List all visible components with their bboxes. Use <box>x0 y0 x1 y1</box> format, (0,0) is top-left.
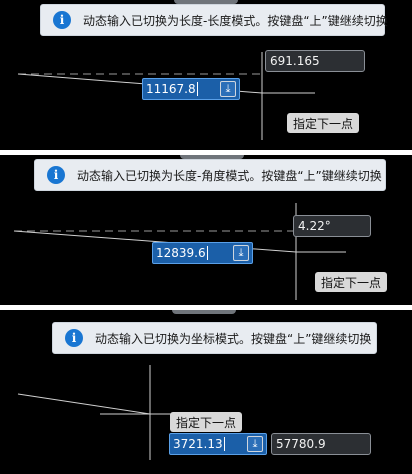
banner-text: 动态输入已切换为长度-角度模式。按键盘“上”键继续切换 <box>77 168 382 183</box>
prompt-text: 指定下一点 <box>176 415 237 430</box>
input-value[interactable]: 11167.8 <box>146 82 196 96</box>
info-icon: i <box>53 11 71 29</box>
text-caret <box>223 437 225 451</box>
prompt-text: 指定下一点 <box>321 275 382 290</box>
command-prompt: 指定下一点 <box>315 272 388 292</box>
input-value[interactable]: 3721.13 <box>173 437 223 451</box>
cad-canvas-panel-1[interactable]: i 动态输入已切换为长度-长度模式。按键盘“上”键继续切换 11167.8 ⤓ … <box>0 0 412 150</box>
x-coordinate-input[interactable]: 3721.13 ⤓ <box>169 433 267 455</box>
info-icon: i <box>47 166 65 184</box>
mode-notification-banner: i 动态输入已切换为坐标模式。按键盘“上”键继续切换 <box>52 322 377 354</box>
tab-notch <box>180 155 244 159</box>
value-field[interactable]: 691.165 <box>265 50 365 72</box>
prompt-text: 指定下一点 <box>293 116 354 131</box>
text-caret <box>206 246 208 260</box>
banner-text: 动态输入已切换为长度-长度模式。按键盘“上”键继续切换 <box>83 13 388 28</box>
value-field-text: 691.165 <box>270 54 320 68</box>
text-caret <box>196 82 198 96</box>
tab-notch <box>174 0 238 4</box>
cad-canvas-panel-3[interactable]: i 动态输入已切换为坐标模式。按键盘“上”键继续切换 指定下一点 3721.13… <box>0 310 412 474</box>
banner-text: 动态输入已切换为坐标模式。按键盘“上”键继续切换 <box>95 331 372 346</box>
lock-icon[interactable]: ⤓ <box>247 436 263 452</box>
lock-icon[interactable]: ⤓ <box>220 81 236 97</box>
tab-notch <box>172 310 236 314</box>
angle-field-text: 4.22° <box>298 219 331 233</box>
y-coordinate-text: 57780.9 <box>276 437 326 451</box>
lock-icon[interactable]: ⤓ <box>233 245 249 261</box>
angle-field[interactable]: 4.22° <box>293 215 371 237</box>
distance-input[interactable]: 11167.8 ⤓ <box>142 78 240 100</box>
info-icon: i <box>65 329 83 347</box>
mode-notification-banner: i 动态输入已切换为长度-角度模式。按键盘“上”键继续切换 <box>34 159 386 191</box>
y-coordinate-field[interactable]: 57780.9 <box>271 433 371 455</box>
distance-input[interactable]: 12839.6 ⤓ <box>152 242 253 264</box>
command-prompt: 指定下一点 <box>170 412 243 432</box>
command-prompt: 指定下一点 <box>287 113 360 133</box>
cad-canvas-panel-2[interactable]: i 动态输入已切换为长度-角度模式。按键盘“上”键继续切换 12839.6 ⤓ … <box>0 155 412 305</box>
mode-notification-banner: i 动态输入已切换为长度-长度模式。按键盘“上”键继续切换 <box>40 4 388 36</box>
input-value[interactable]: 12839.6 <box>156 246 206 260</box>
